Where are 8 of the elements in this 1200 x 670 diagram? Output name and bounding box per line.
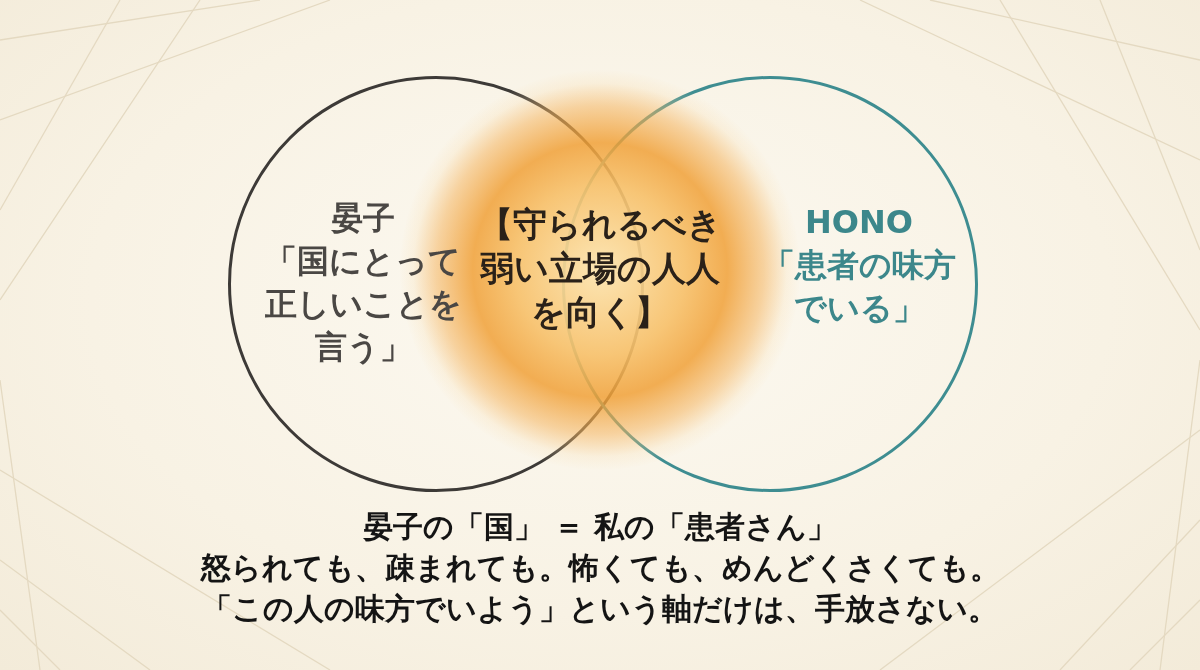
statement-text: 晏子の「国」 ＝ 私の「患者さん」	[362, 508, 838, 546]
statement-text: 「この人の味方でいよう」という軸だけは、手放さない。	[202, 590, 998, 628]
circle-heading: 晏子	[331, 198, 395, 239]
statement-text: 怒られても、疎まれても。怖くても、めんどくさくても。	[200, 549, 1000, 587]
circle-label: 「国にとって正しいことを言う」	[263, 241, 463, 368]
circle-label: 「患者の味方でいる」	[761, 245, 957, 329]
circle-heading: HONO	[805, 202, 913, 243]
highlight-text: 【守られるべき弱い立場の人人を向く】	[477, 203, 723, 334]
